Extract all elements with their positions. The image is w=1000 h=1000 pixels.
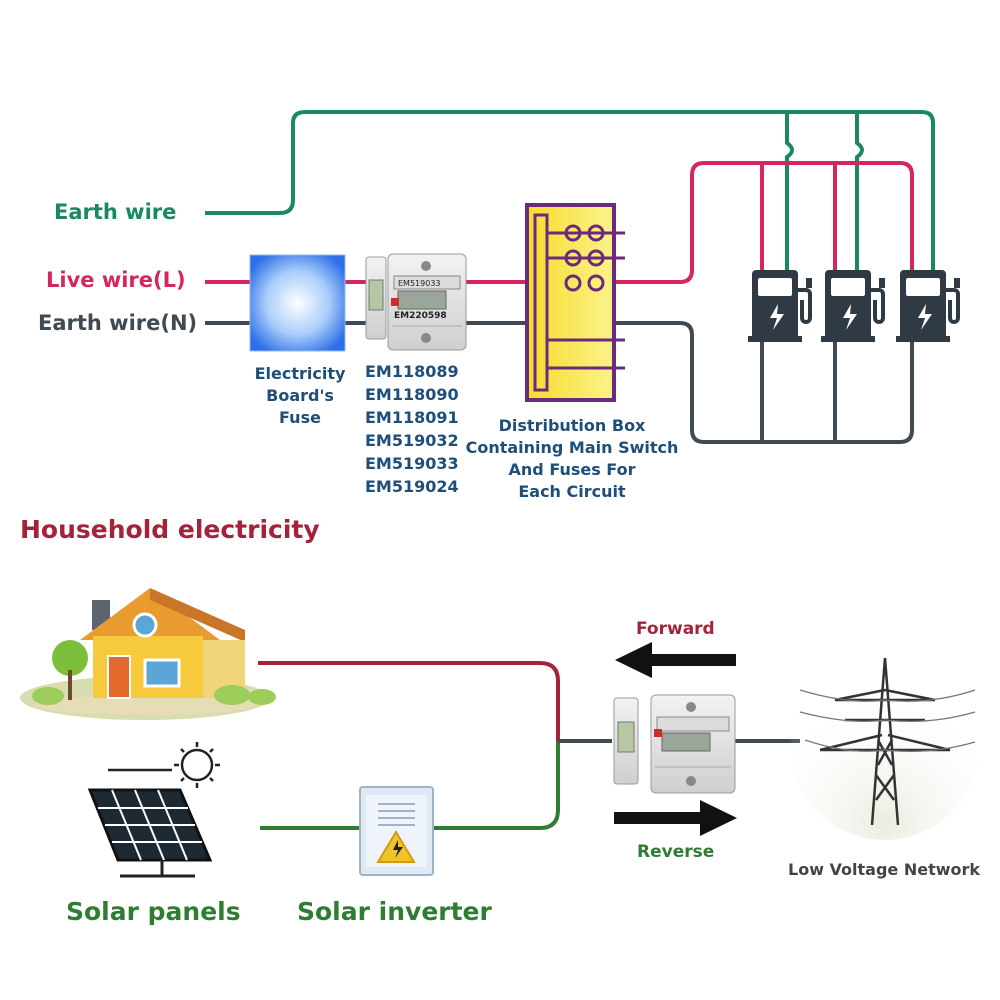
solar-panels-label: Solar panels [66,897,241,926]
meter-model-list: EM118089 EM118090 EM118091 EM519032 EM51… [365,360,459,498]
meter-model: EM519032 [365,431,459,450]
fuse-label-line: Fuse [279,408,321,427]
fuse-label: Electricity Board's Fuse [248,363,352,429]
solar-panel-icon [87,742,220,878]
solar-wire [260,741,560,830]
neutral-wire-label: Earth wire(N) [38,311,198,335]
earth-wire [205,110,935,275]
ev-charger-icon [896,270,960,342]
distribution-box-label: Distribution Box Containing Main Switch … [462,415,682,503]
distribution-box-line: Each Circuit [518,482,626,501]
reverse-arrow-icon [614,800,737,836]
fuse-label-line: Board's [266,386,334,405]
ev-charger-icon [748,270,812,342]
meter-serial-text: EM220598 [394,311,447,321]
house-icon [20,588,276,720]
distribution-box-line: Distribution Box [498,416,646,435]
inverter-icon [359,786,434,876]
low-voltage-network-label: Low Voltage Network [788,860,981,879]
meter-model: EM118090 [365,385,459,404]
solar-inverter-label: Solar inverter [297,897,492,926]
distribution-box [525,203,625,402]
household-title: Household electricity [20,515,320,544]
transmission-tower-icon [790,650,980,840]
neutral-wire [205,321,914,444]
distribution-box-line: And Fuses For [508,460,636,479]
live-wire [205,161,914,284]
household-wire [258,661,560,741]
forward-arrow-icon [615,642,736,678]
forward-label: Forward [636,619,715,639]
fuse-box [249,254,346,352]
fuse-label-line: Electricity [254,364,346,383]
ev-charger-icon [821,270,885,342]
reverse-label: Reverse [637,842,715,862]
meter-model: EM519033 [365,454,459,473]
meter-model: EM118089 [365,362,459,381]
energy-meter-top: EM519033 EM220598 [365,253,467,351]
live-wire-label: Live wire(L) [46,268,186,292]
distribution-box-line: Containing Main Switch [465,438,679,457]
meter-model: EM519024 [365,477,459,496]
meter-model-text: EM519033 [398,279,441,288]
meter-model: EM118091 [365,408,459,427]
earth-wire-label: Earth wire [54,200,177,224]
energy-meter-bottom [613,694,736,794]
